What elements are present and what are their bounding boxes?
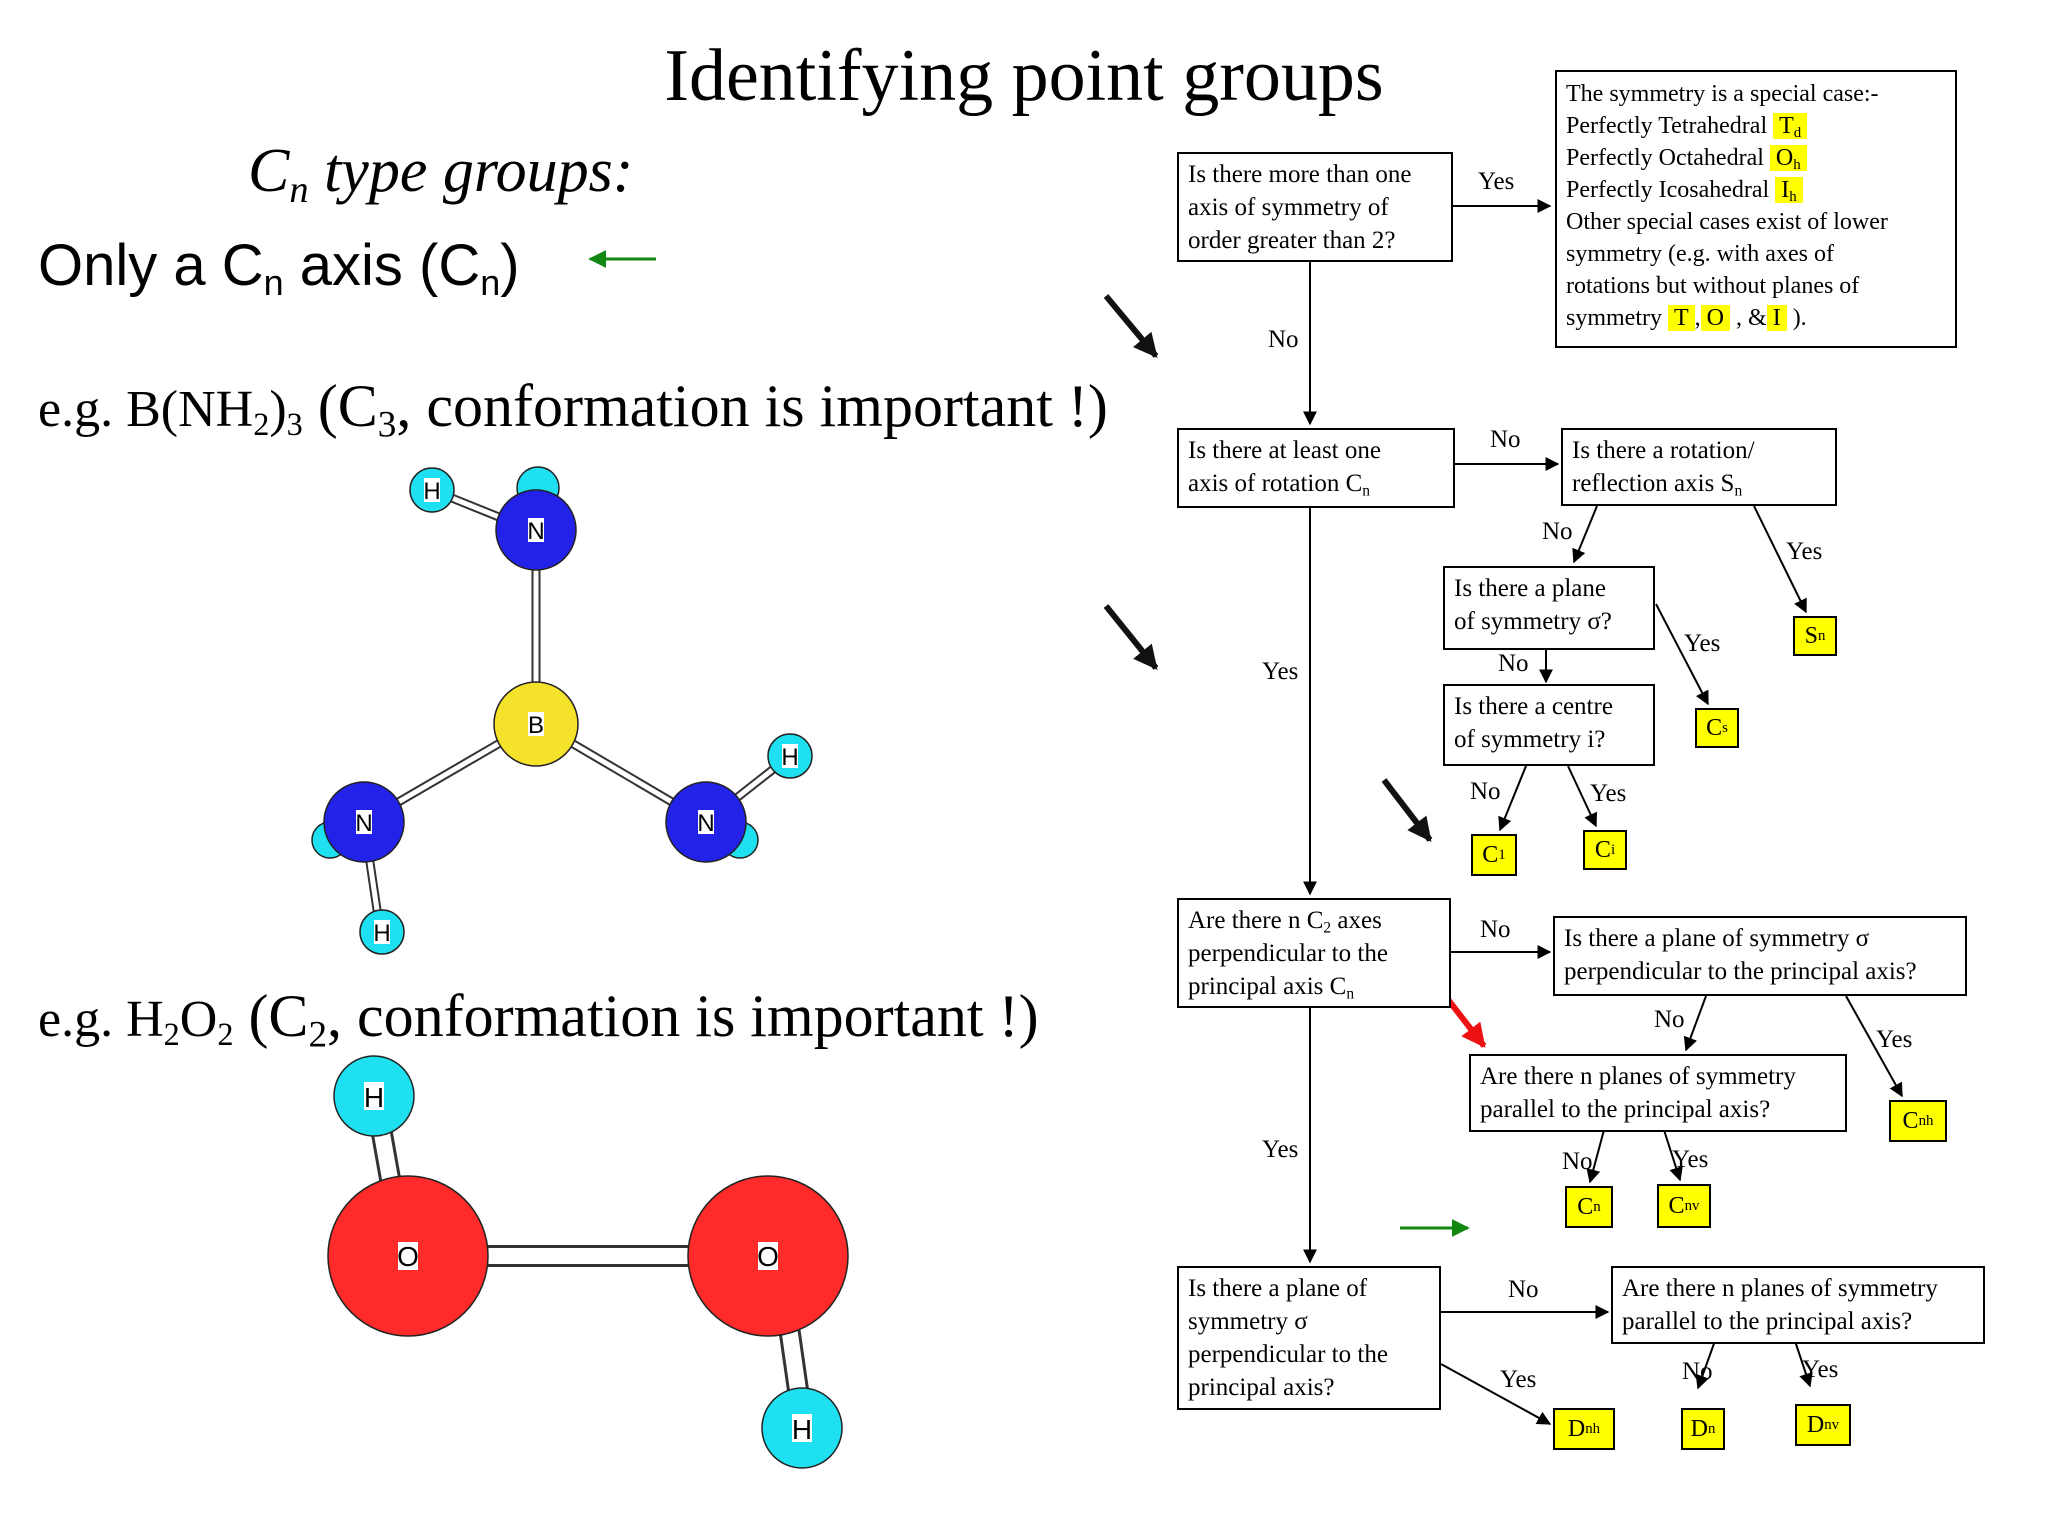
- question-box-reflection-axis: Is there a rotation/reflection axis Sn: [1561, 428, 1837, 506]
- pointer-arrow-2: [1103, 604, 1159, 670]
- label-yes-q3: Yes: [1786, 538, 1823, 565]
- connector-q7-cnh: [1845, 995, 1903, 1098]
- connector-q3-sn: [1753, 505, 1807, 614]
- svg-text:N: N: [527, 518, 544, 545]
- bnh2-molecule: H N B N N H H: [311, 466, 813, 955]
- connector-q4-cs: [1655, 603, 1709, 706]
- cn-type-heading: Cn type groups:: [248, 137, 634, 211]
- question-box-perpendicular-c2: Are there n C2 axes perpendicular to the…: [1177, 898, 1451, 1008]
- connector-q5-c1: [1498, 765, 1527, 832]
- pointer-arrow-1: [1103, 294, 1159, 358]
- label-yes-q7: Yes: [1876, 1026, 1913, 1053]
- label-no-q3: No: [1542, 518, 1573, 545]
- connector-q5-ci: [1567, 765, 1598, 828]
- example-bnh2-text: e.g. B(NH2)3 (C3, conformation is import…: [38, 373, 1108, 446]
- label-yes-q8: Yes: [1672, 1146, 1709, 1173]
- td-highlight: Td: [1773, 113, 1808, 141]
- only-cn-axis-text: Only a Cn axis (Cn): [38, 233, 520, 304]
- label-yes-q2: Yes: [1262, 658, 1299, 685]
- connector-q8-cn: [1586, 1129, 1605, 1184]
- ih-highlight: Ih: [1775, 177, 1803, 205]
- special-case-box: The symmetry is a special case:- Perfect…: [1555, 70, 1957, 348]
- svg-text:H: H: [792, 1414, 812, 1445]
- label-yes-q6: Yes: [1262, 1136, 1299, 1163]
- label-no-q6: No: [1480, 916, 1511, 943]
- connector-q10-dn: [1695, 1337, 1717, 1390]
- svg-text:H: H: [781, 744, 798, 771]
- label-no-q2: No: [1490, 426, 1521, 453]
- oh-highlight: Oh: [1769, 145, 1807, 173]
- label-yes-q9: Yes: [1500, 1366, 1537, 1393]
- svg-text:O: O: [397, 1241, 419, 1272]
- label-no-q8: No: [1562, 1148, 1593, 1175]
- o-highlight: O: [1700, 305, 1731, 331]
- label-no-q10: No: [1682, 1358, 1713, 1385]
- h2o2-molecule: H O O H: [327, 1055, 849, 1469]
- label-yes-q4: Yes: [1684, 630, 1721, 657]
- svg-text:H: H: [423, 478, 440, 505]
- label-no-q9: No: [1508, 1276, 1539, 1303]
- label-no-q5: No: [1470, 778, 1501, 805]
- svg-text:H: H: [373, 920, 390, 947]
- label-no-q4: No: [1498, 650, 1529, 677]
- label-yes-q10: Yes: [1802, 1356, 1839, 1383]
- label-no-q1: No: [1268, 326, 1299, 353]
- pointer-arrow-3: [1381, 778, 1433, 842]
- svg-text:B: B: [528, 712, 544, 739]
- connector-q10-dnv: [1793, 1337, 1813, 1388]
- label-yes-q1: Yes: [1478, 168, 1515, 195]
- t-highlight: T: [1668, 305, 1695, 331]
- label-no-q7: No: [1654, 1006, 1685, 1033]
- connector-q9-dnh: [1440, 1363, 1552, 1425]
- example-h2o2-text: e.g. H2O2 (C2, conformation is important…: [38, 983, 1039, 1056]
- connector-q7-q8: [1683, 995, 1707, 1052]
- connector-q8-cnv: [1663, 1129, 1683, 1182]
- svg-text:O: O: [757, 1241, 779, 1272]
- svg-text:N: N: [697, 810, 714, 837]
- svg-text:H: H: [364, 1082, 384, 1113]
- svg-text:N: N: [355, 810, 372, 837]
- i-highlight: I: [1766, 305, 1787, 331]
- label-yes-q5: Yes: [1590, 780, 1627, 807]
- page-title: Identifying point groups: [664, 35, 1384, 117]
- connector-q3-q4: [1572, 505, 1598, 564]
